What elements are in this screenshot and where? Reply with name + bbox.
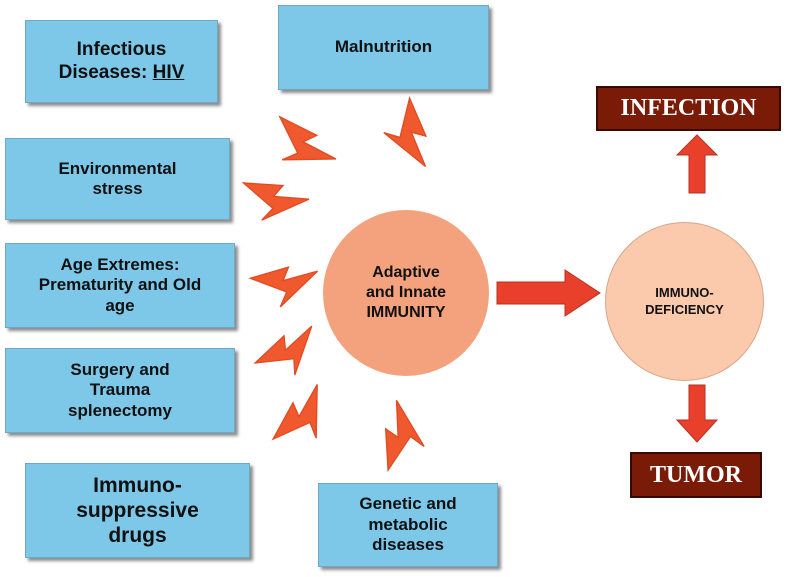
factor-line: Environmental <box>58 158 177 178</box>
lightning-bolt-icon <box>379 398 431 476</box>
outcome-label: TUMOR <box>650 461 742 488</box>
factor-line: diseases <box>372 535 444 555</box>
factor-line: stress <box>92 179 143 198</box>
hiv-text: HIV <box>152 61 185 83</box>
outcome-tumor: TUMOR <box>630 452 762 498</box>
lightning-bolt-icon <box>248 263 322 311</box>
down-arrow-icon <box>675 384 719 443</box>
lightning-bolt-icon <box>377 95 433 175</box>
immunity-circle: Adaptive and Innate IMMUNITY <box>323 210 489 376</box>
circle-line: DEFICIENCY <box>645 301 724 317</box>
factor-line: Prematurity and Old <box>38 275 202 295</box>
circle-line: and Innate <box>365 284 446 301</box>
immunodeficiency-circle: IMMUNO- DEFICIENCY <box>605 222 764 381</box>
circle-line: Adaptive <box>372 264 440 281</box>
factor-environmental-stress: Environmental stress <box>5 138 230 220</box>
right-arrow-icon <box>496 269 601 317</box>
factor-line: age <box>105 295 135 315</box>
factor-line: splenectomy <box>68 400 172 420</box>
lightning-bolt-icon <box>234 174 312 232</box>
factor-line-prefix: Diseases: <box>58 61 153 83</box>
factor-line: Malnutrition <box>334 37 433 57</box>
lightning-bolt-icon <box>250 319 330 391</box>
circle-line: IMMUNO- <box>655 285 714 301</box>
factor-line: metabolic <box>368 514 448 534</box>
up-arrow-icon <box>675 134 719 194</box>
lightning-bolt-icon <box>259 109 341 187</box>
lightning-bolt-icon <box>266 379 344 461</box>
factor-line: drugs <box>108 524 167 548</box>
factor-genetic-metabolic: Genetic and metabolic diseases <box>318 483 498 567</box>
factor-surgery-trauma: Surgery and Trauma splenectomy <box>5 348 235 433</box>
factor-infectious-diseases: Infectious Diseases: HIV <box>25 20 218 103</box>
factor-line: Immuno- <box>93 473 182 497</box>
factor-line: Genetic and <box>359 494 457 514</box>
factor-immunosuppressive-drugs: Immuno- suppressive drugs <box>25 463 250 558</box>
factor-line: Diseases: HIV <box>59 62 185 85</box>
circle-line: IMMUNITY <box>366 304 446 321</box>
factor-malnutrition: Malnutrition <box>278 5 489 90</box>
outcome-infection: INFECTION <box>596 86 781 131</box>
factor-line: Trauma <box>89 380 151 400</box>
factor-line: suppressive <box>76 498 199 522</box>
factor-line: Age Extremes: <box>60 254 180 274</box>
factor-age-extremes: Age Extremes: Prematurity and Old age <box>5 243 235 328</box>
factor-line: Infectious <box>76 38 167 60</box>
factor-line: Surgery and <box>70 359 170 379</box>
outcome-label: INFECTION <box>620 95 757 121</box>
